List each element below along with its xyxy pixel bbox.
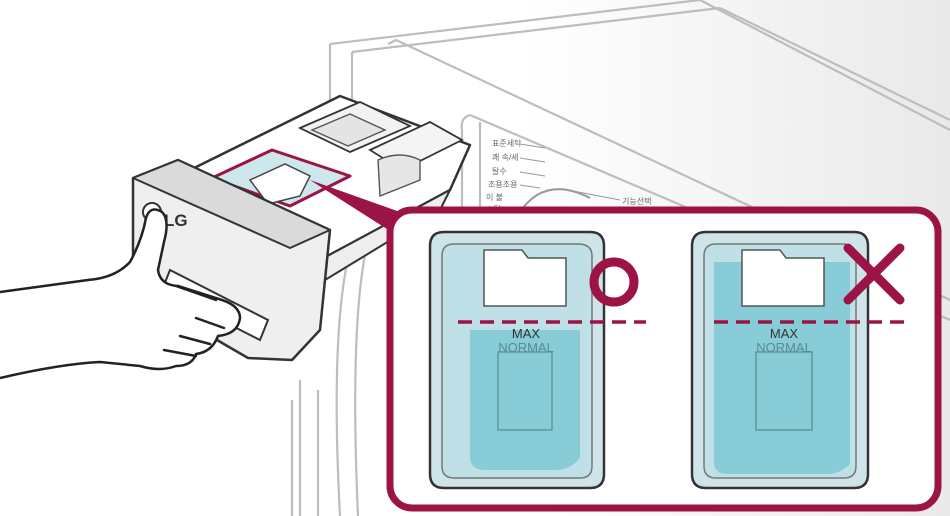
- panel-label-3: 조용조용: [488, 180, 517, 189]
- correct-o-icon: [589, 257, 639, 307]
- compartment-incorrect: MAX NORMAL: [690, 230, 906, 490]
- incorrect-x-icon: [843, 243, 905, 305]
- panel-label-1: 쾌 속/세: [492, 153, 519, 162]
- panel-label-2: 탈수: [492, 166, 507, 176]
- max-label-incorrect: MAX: [770, 326, 799, 341]
- detergent-drawer[interactable]: [188, 94, 472, 281]
- lg-logo-text: LG: [164, 211, 188, 230]
- normal-label-incorrect: NORMAL: [756, 340, 812, 355]
- panel-right-label: 기능선택: [622, 196, 651, 206]
- panel-label-4: 이 불: [486, 192, 503, 202]
- normal-label-correct: NORMAL: [498, 340, 554, 355]
- max-label-correct: MAX: [512, 326, 541, 341]
- panel-label-0: 표준세탁: [492, 138, 522, 148]
- hand: [0, 208, 242, 380]
- compartment-correct: MAX NORMAL: [428, 230, 646, 490]
- control-panel: 표준세탁 쾌 속/세 탈수 조용조용 이 불 스팀 기능선택: [486, 138, 651, 214]
- program-dial[interactable]: [519, 188, 591, 213]
